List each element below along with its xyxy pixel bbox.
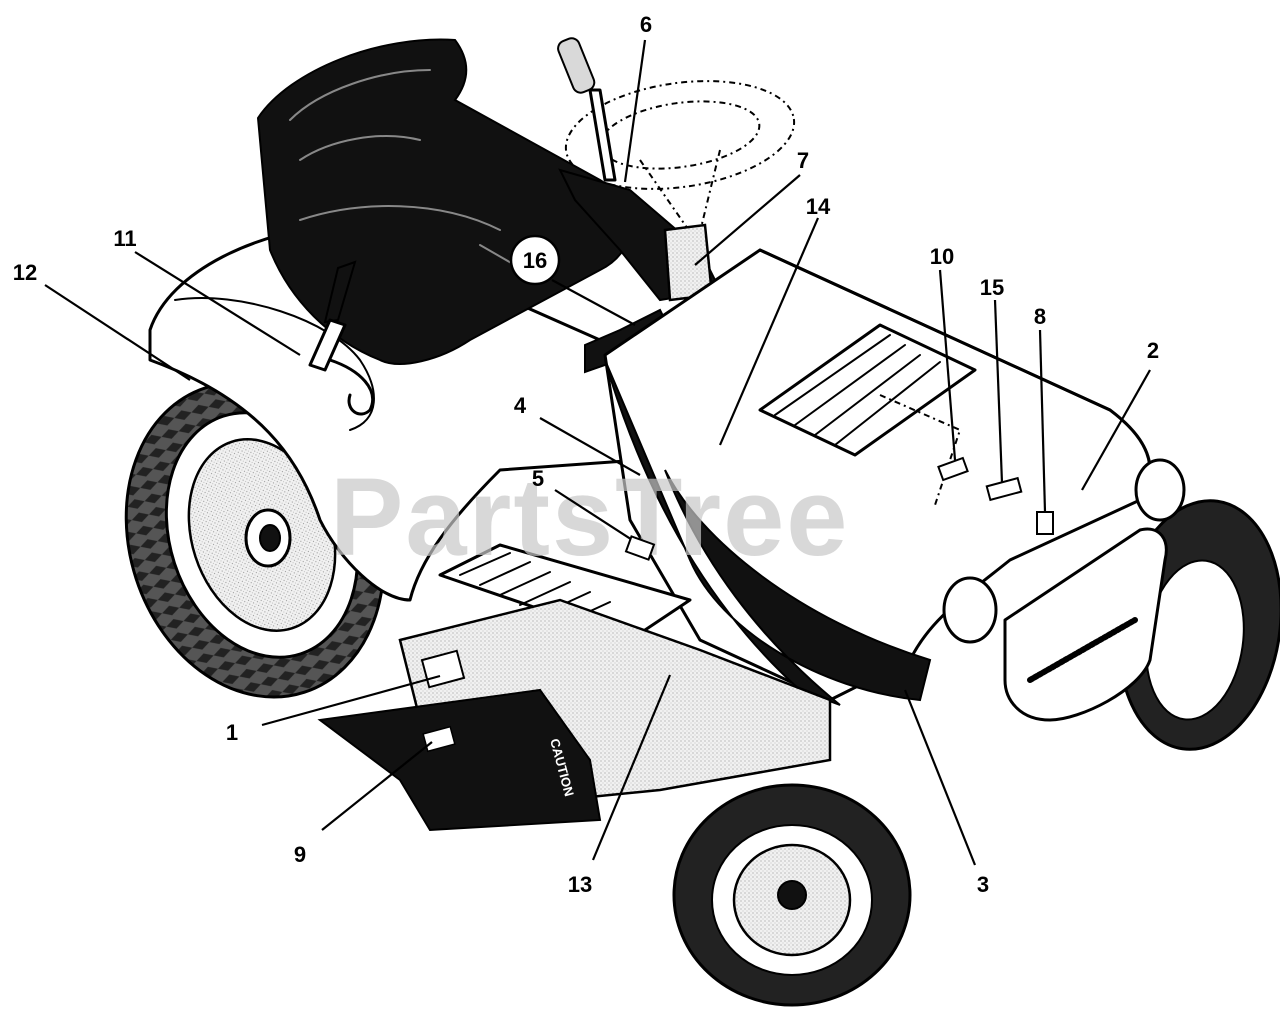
tractor-illustration: CAUTION [124,37,1280,1007]
callouts: 1 2 3 4 5 6 7 8 9 10 11 12 13 14 15 16 [13,12,1159,897]
callout-1: 1 [226,720,238,745]
headlight-left [942,576,998,644]
callout-13: 13 [568,872,592,897]
callout-4: 4 [514,393,527,418]
callout-2: 2 [1147,338,1159,363]
watermark: PartsTree [330,456,849,579]
front-wheel-near [672,783,912,1007]
callout-15: 15 [980,275,1004,300]
callout-16-badge: 16 [509,234,561,286]
callout-12: 12 [13,260,37,285]
discharge-chute: CAUTION [317,688,602,832]
rear-fender [148,223,642,602]
callout-5: 5 [532,466,544,491]
front-grille [1003,527,1168,722]
rear-wheel [124,381,386,699]
hood-decals [624,456,1054,561]
hood-vents [758,323,977,506]
callout-14: 14 [806,194,831,219]
callout-8: 8 [1034,304,1046,329]
callout-7: 7 [797,148,809,173]
callout-9: 9 [294,842,306,867]
headlight-right [1134,458,1186,522]
levers [308,37,617,416]
callout-11: 11 [113,226,136,251]
leader-lines [44,39,1151,866]
callout-10: 10 [930,244,954,269]
steering-wheel [564,80,796,233]
callout-6: 6 [640,12,652,37]
callout-3: 3 [977,872,989,897]
hood-side-panel [604,359,932,706]
callout-16: 16 [523,248,547,273]
